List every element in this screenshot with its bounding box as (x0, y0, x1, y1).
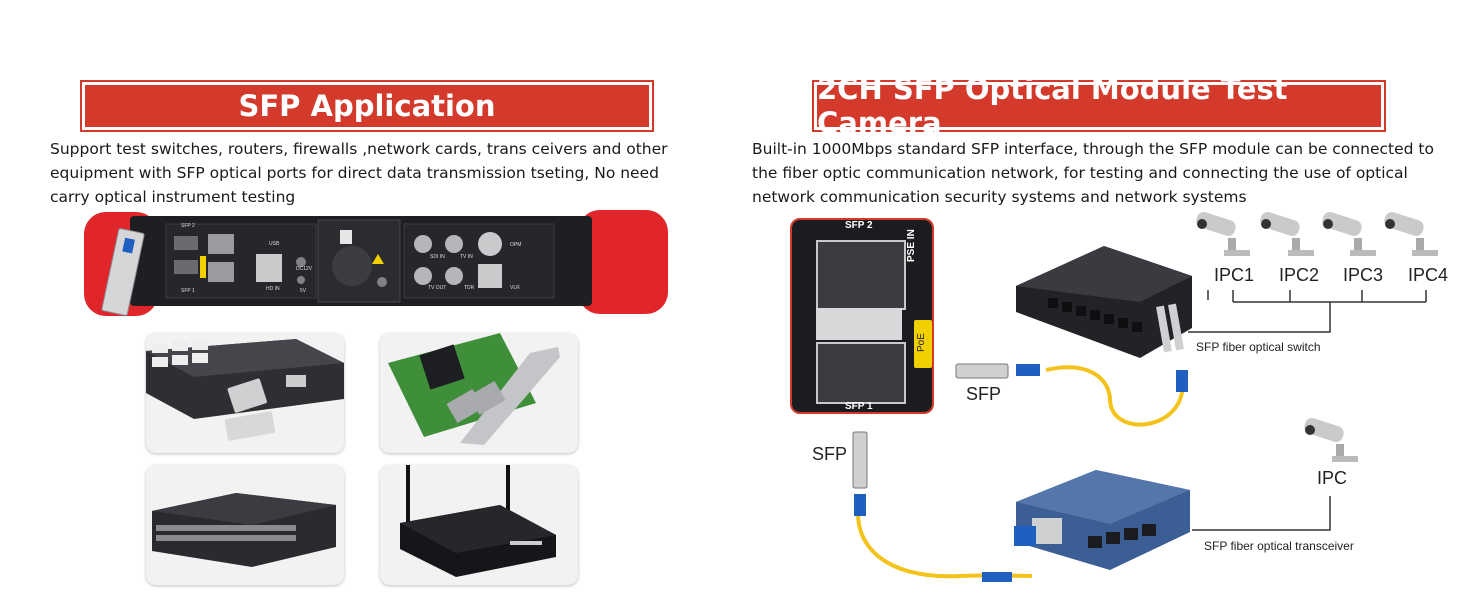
network-card-tile (380, 333, 578, 453)
switch-sfp-tile (146, 333, 344, 453)
ip-camera-icon-1 (1196, 212, 1250, 256)
sfp-module-a (955, 363, 1040, 379)
ipc3-label: IPC3 (1343, 265, 1384, 285)
test-camera-description: Built-in 1000Mbps standard SFP interface… (752, 140, 1434, 206)
device-port-label-sdi-in: SDI IN (430, 254, 445, 260)
device-port-label-tdr: TDR (464, 285, 475, 291)
device-port-label-hd-in: HD IN (266, 286, 280, 292)
ipc-label: IPC (1317, 468, 1348, 488)
device-port-label-vlr: VLR (510, 285, 520, 291)
sfp-panel-image (790, 218, 934, 414)
sfp-label-a: SFP (966, 384, 1002, 404)
sfp-slot-divider (816, 308, 902, 340)
ip-camera-icon-5 (1304, 418, 1358, 462)
sfp-slot-1 (816, 342, 906, 404)
sfp-label-b: SFP (812, 444, 848, 464)
sfp-application-description: Support test switches, routers, firewall… (50, 140, 668, 206)
device-port-label-tv-out: TV OUT (428, 285, 447, 291)
sfp-application-banner: SFP Application (80, 80, 654, 132)
device-port-label-sfp1: SFP 1 (181, 288, 195, 294)
fiber-switch-image (1016, 246, 1192, 358)
wireless-router-tile (380, 465, 578, 585)
device-port-label-tv-in: TV IN (460, 254, 473, 260)
sfp-application-title: SFP Application (85, 85, 649, 127)
device-port-label-5v: 5V (300, 288, 307, 294)
device-port-label-usb: USB (269, 241, 280, 247)
ipc4-label: IPC4 (1408, 265, 1449, 285)
switch-label: SFP fiber optical switch (1196, 340, 1321, 354)
device-port-label-dc12v: DC12V (296, 266, 313, 272)
sfp-panel-label-sfp1: SFP 1 (845, 401, 873, 412)
blue-connector-transceiver (982, 572, 1012, 582)
ip-camera-icon-4 (1384, 212, 1438, 256)
ipc2-label: IPC2 (1279, 265, 1320, 285)
blue-connector-switch (1176, 370, 1188, 392)
transceiver-label: SFP fiber optical transceiver (1204, 539, 1354, 553)
device-port-label-opm: OPM (510, 242, 522, 248)
ipc1-label: IPC1 (1214, 265, 1255, 285)
ip-camera-icon-3 (1322, 212, 1376, 256)
device-port-label-sfp2: SFP 2 (181, 223, 195, 229)
sfp-module-b (852, 431, 868, 516)
tester-device-image (84, 210, 668, 316)
router-switch-tile (146, 465, 344, 585)
fiber-transceiver-image (1014, 470, 1190, 570)
ip-camera-icon-2 (1260, 212, 1314, 256)
sfp-panel-label-sfp2: SFP 2 (845, 220, 873, 231)
poe-badge (914, 320, 932, 368)
